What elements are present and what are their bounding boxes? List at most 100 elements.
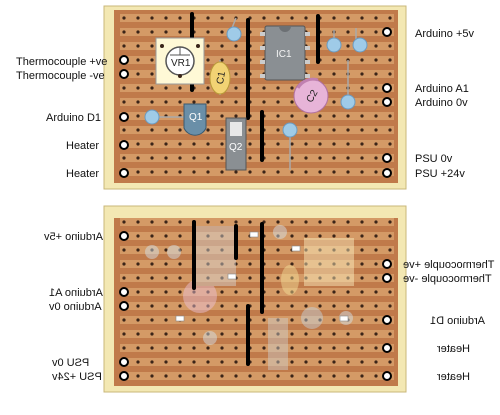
strip-hole — [290, 332, 294, 336]
strip-hole — [234, 360, 238, 364]
strip-hole — [304, 304, 308, 308]
strip-hole — [164, 86, 168, 90]
strip-hole — [346, 262, 350, 266]
strip-hole — [374, 30, 378, 34]
strip-hole — [122, 220, 126, 224]
strip-hole — [346, 276, 350, 280]
strip-hole — [220, 248, 224, 252]
component-label: C1 — [215, 70, 228, 85]
strip-hole — [318, 248, 322, 252]
strip-hole — [374, 276, 378, 280]
strip-hole — [164, 276, 168, 280]
label-arduino-d1-mirrored: Arduino D1 — [430, 315, 486, 327]
label-heater-mirrored: Heater — [437, 371, 471, 383]
strip-hole — [122, 100, 126, 104]
strip-hole — [262, 318, 266, 322]
strip-hole — [136, 142, 140, 146]
strip-hole — [136, 72, 140, 76]
label-psu-24v-mirrored: PSU +24v — [52, 371, 102, 383]
strip-hole — [318, 332, 322, 336]
strip-hole — [164, 30, 168, 34]
strip-hole — [346, 234, 350, 238]
strip-hole — [374, 234, 378, 238]
strip-hole — [388, 142, 392, 146]
strip-hole — [318, 290, 322, 294]
strip-hole — [178, 142, 182, 146]
strip-hole — [304, 374, 308, 378]
strip-hole — [318, 72, 322, 76]
copper-strip — [120, 14, 394, 22]
strip-hole — [276, 360, 280, 364]
strip-hole — [234, 44, 238, 48]
strip-hole — [374, 128, 378, 132]
strip-hole — [248, 128, 252, 132]
strip-hole — [388, 72, 392, 76]
strip-hole — [248, 220, 252, 224]
strip-hole — [150, 30, 154, 34]
label-heater: Heater — [66, 168, 100, 180]
strip-hole — [262, 86, 266, 90]
ic1-chip: IC1 — [260, 25, 310, 81]
strip-hole — [276, 276, 280, 280]
strip-hole — [192, 346, 196, 350]
strip-hole — [360, 220, 364, 224]
strip-hole — [234, 114, 238, 118]
strip-hole — [388, 304, 392, 308]
strip-hole — [192, 290, 196, 294]
strip-hole — [332, 276, 336, 280]
strip-hole — [262, 332, 266, 336]
strip-hole — [332, 114, 336, 118]
strip-hole — [206, 86, 210, 90]
strip-hole — [374, 318, 378, 322]
strip-hole — [276, 16, 280, 20]
top-left-terminals — [119, 55, 129, 178]
strip-hole — [332, 220, 336, 224]
strip-hole — [150, 248, 154, 252]
label-arduino-d1: Arduino D1 — [46, 112, 102, 124]
strip-hole — [220, 304, 224, 308]
strip-hole — [332, 234, 336, 238]
strip-hole — [290, 142, 294, 146]
label-arduino-5v: Arduino +5v — [415, 28, 475, 40]
label-arduino-a1: Arduino A1 — [415, 83, 469, 95]
label-arduino-a1-mirrored: Arduino A1 — [49, 287, 103, 299]
strip-hole — [318, 220, 322, 224]
strip-hole — [150, 142, 154, 146]
strip-hole — [360, 276, 364, 280]
strip-hole — [332, 100, 336, 104]
strip-hole — [220, 276, 224, 280]
strip-hole — [150, 290, 154, 294]
transistor-q2: Q2 — [225, 117, 247, 171]
strip-hole — [332, 16, 336, 20]
strip-hole — [360, 318, 364, 322]
label-psu-0v: PSU 0v — [415, 153, 453, 165]
strip-hole — [206, 248, 210, 252]
strip-hole — [150, 276, 154, 280]
terminal-pin — [119, 55, 129, 65]
ghost-cap — [145, 245, 159, 259]
strip-hole — [192, 304, 196, 308]
strip-hole — [318, 262, 322, 266]
terminal-pin — [382, 83, 392, 93]
strip-hole — [206, 30, 210, 34]
strip-hole — [276, 220, 280, 224]
strip-hole — [318, 114, 322, 118]
strip-hole — [206, 304, 210, 308]
copper-strip — [120, 112, 394, 120]
strip-hole — [290, 86, 294, 90]
strip-hole — [234, 58, 238, 62]
terminal-pin — [119, 287, 129, 297]
label-thermocouple-neg: Thermocouple -ve — [16, 70, 105, 82]
strip-hole — [136, 30, 140, 34]
strip-hole — [374, 332, 378, 336]
copper-strip — [120, 28, 394, 36]
strip-hole — [332, 360, 336, 364]
copper-strip — [120, 126, 394, 134]
copper-strip — [120, 70, 394, 78]
strip-hole — [290, 156, 294, 160]
strip-hole — [318, 304, 322, 308]
terminal-pin — [382, 371, 392, 381]
strip-hole — [220, 374, 224, 378]
strip-hole — [150, 58, 154, 62]
strip-hole — [178, 170, 182, 174]
